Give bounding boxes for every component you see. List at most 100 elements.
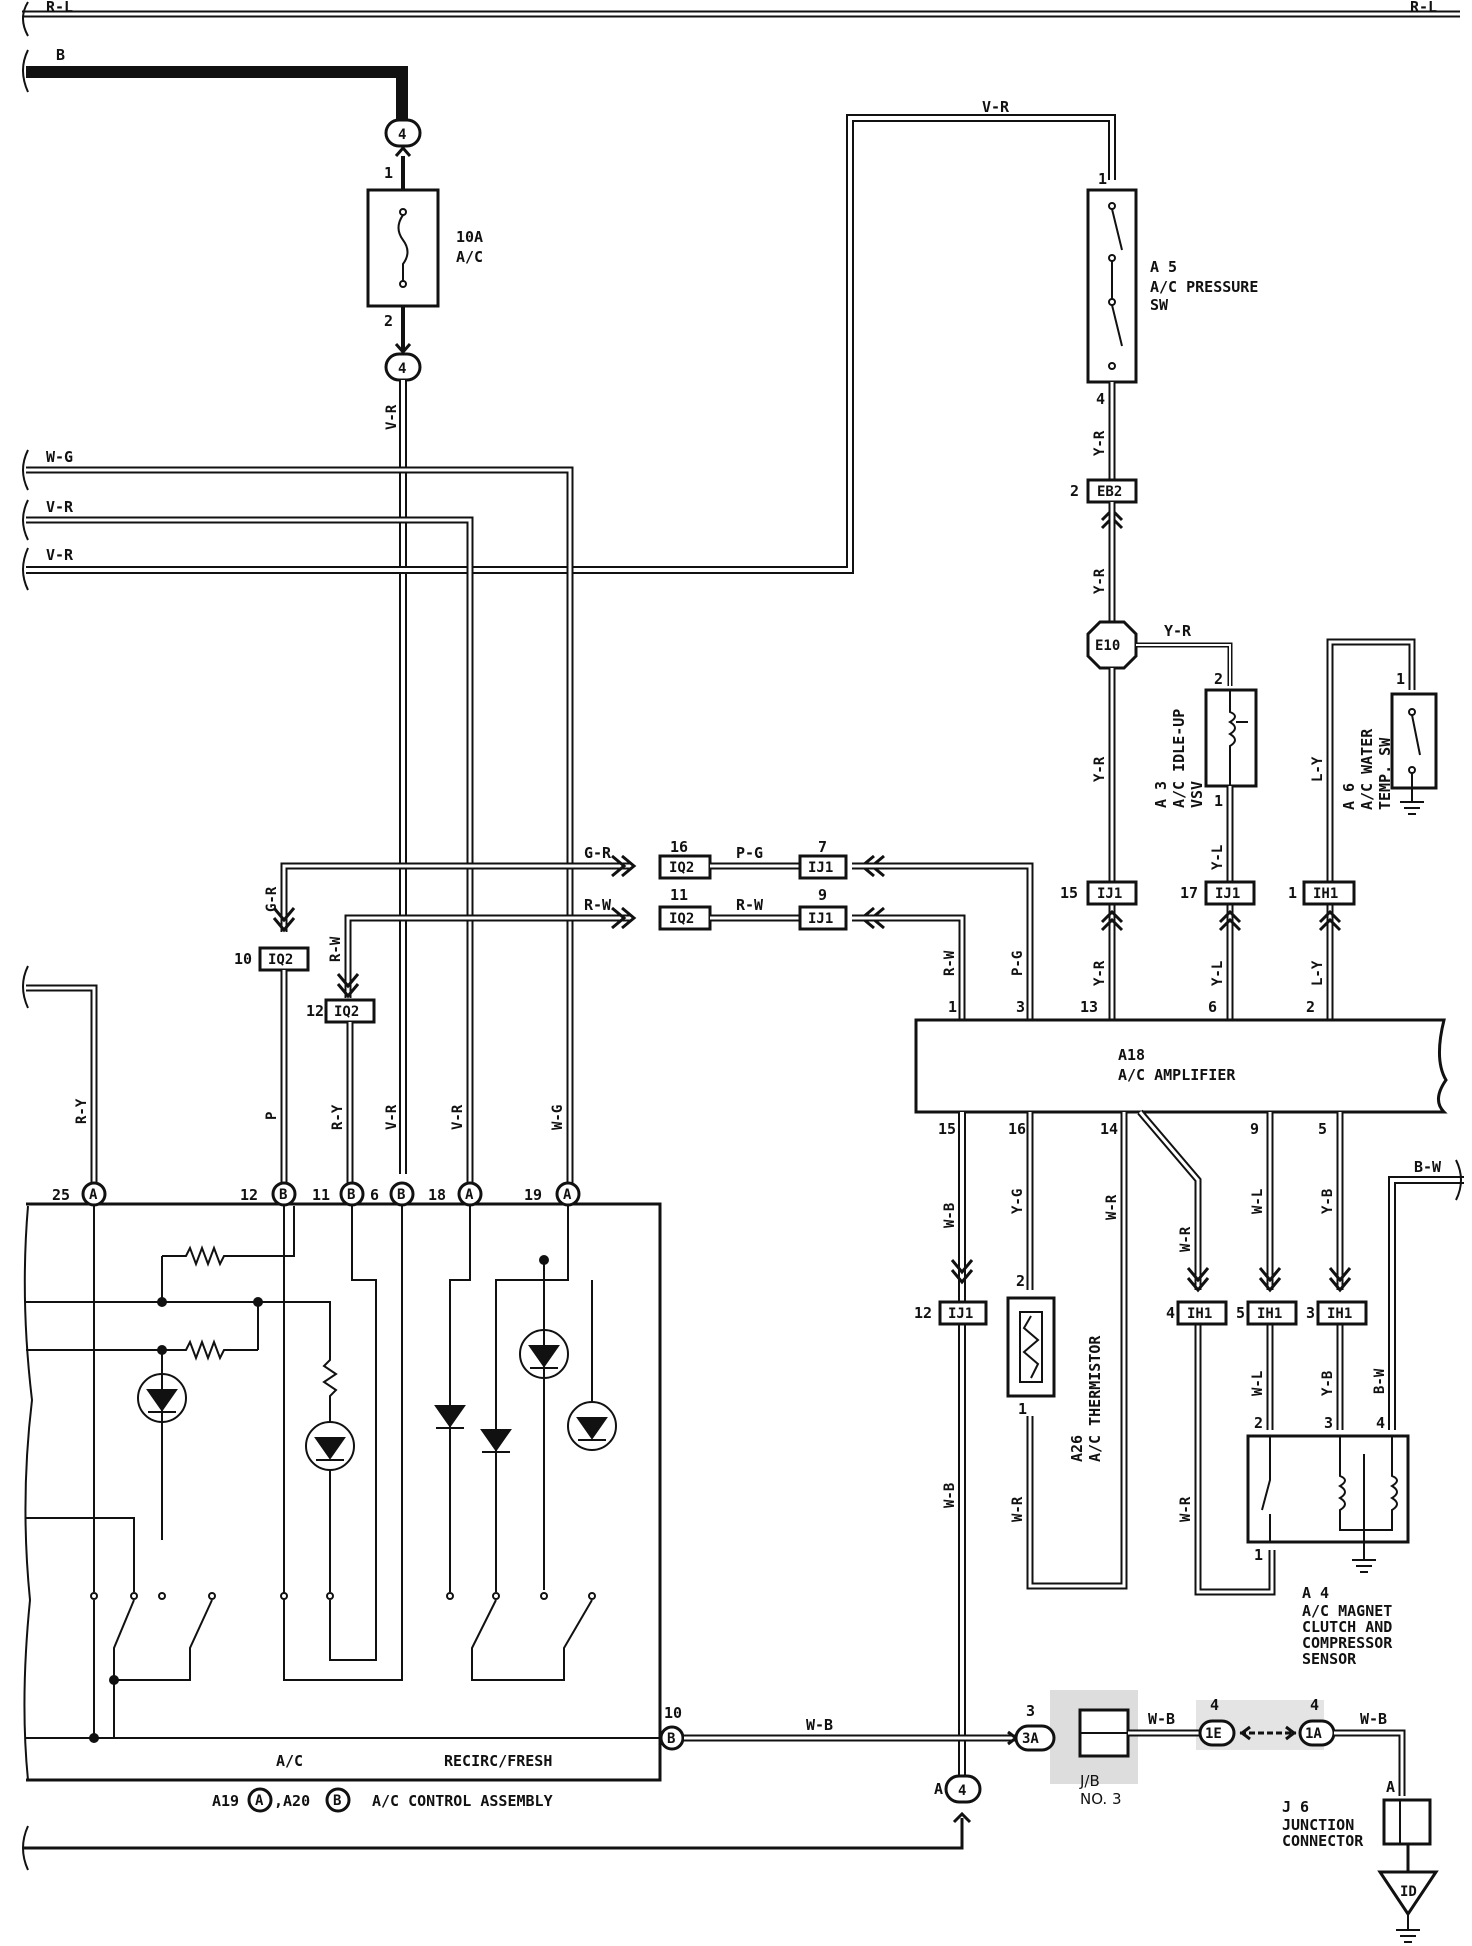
- wire-label-b: B: [56, 46, 65, 64]
- svg-text:A: A: [465, 1187, 474, 1203]
- ih1-a-pin: 1: [1288, 884, 1297, 902]
- wire-label-w-b-4: W-B: [1148, 1710, 1175, 1728]
- wire-y-r-idle: [1136, 642, 1233, 686]
- wire-label-b-w-1: B-W: [1414, 1158, 1442, 1176]
- wire-w-g-bus: [22, 449, 574, 1190]
- j6-line2: CONNECTOR: [1282, 1832, 1364, 1850]
- jb-no: NO. 3: [1080, 1790, 1122, 1808]
- wire-label-w-r-3: W-R: [1178, 1226, 1194, 1252]
- ctrl-conn-b-12: B: [271, 1181, 297, 1207]
- iq2-a-pin: 16: [670, 838, 688, 856]
- ij1-d-pin: 17: [1180, 884, 1198, 902]
- pressure-name: A/C PRESSURE: [1150, 278, 1258, 296]
- iq2-c-pin: 10: [234, 950, 252, 968]
- magnet-clutch: [1246, 1434, 1410, 1573]
- wire-label-y-r-2: Y-R: [1092, 568, 1108, 594]
- connector-iq2-12: IQ2: [324, 998, 376, 1024]
- connector-ih1-4: IH1: [1176, 1300, 1228, 1326]
- thermistor-code: A26: [1068, 1435, 1086, 1462]
- ij1-b-pin: 9: [818, 886, 827, 904]
- j6-line1: JUNCTION: [1282, 1816, 1354, 1834]
- ij1-a-pin: 7: [818, 838, 827, 856]
- wire-label-v-r-left2: V-R: [46, 546, 74, 564]
- pressure-switch: [1086, 188, 1138, 384]
- svg-text:IH1: IH1: [1327, 1306, 1352, 1322]
- wire-label-r-w-4: R-W: [942, 950, 958, 976]
- svg-text:IJ1: IJ1: [1097, 886, 1122, 902]
- wire-e1-a1: [1239, 1725, 1297, 1741]
- wire-label-g-r-2: G-R: [584, 844, 612, 862]
- j6-code: J 6: [1282, 1798, 1309, 1816]
- idle-up-vsv: [1204, 688, 1258, 788]
- svg-text:EB2: EB2: [1097, 484, 1122, 500]
- wire-label-y-l-2: Y-L: [1210, 961, 1226, 986]
- svg-text:IH1: IH1: [1187, 1306, 1212, 1322]
- svg-text:4: 4: [398, 127, 406, 143]
- amp-top-pin-6: 6: [1208, 998, 1217, 1016]
- wire-label-w-b-1: W-B: [942, 1203, 958, 1228]
- connector-ih1-3: IH1: [1316, 1300, 1368, 1326]
- ctrl-caption-rest: A/C CONTROL ASSEMBLY: [372, 1792, 553, 1810]
- iq2-b-pin: 11: [670, 886, 688, 904]
- wire-label-y-r-e10: Y-R: [1164, 622, 1192, 640]
- wire-label-r-l-right: R-L: [1410, 0, 1437, 16]
- junction-4-pin: A: [934, 1780, 943, 1798]
- amp-bot-pin-15: 15: [938, 1120, 956, 1138]
- wire-label-w-r-4: W-R: [1178, 1496, 1194, 1522]
- clutch-code: A 4: [1302, 1584, 1329, 1602]
- connector-4-top: 4: [384, 118, 422, 157]
- connector-e10: E10: [1086, 620, 1138, 670]
- break-mark-left-top: [22, 1, 29, 37]
- wire-label-y-r-4: Y-R: [1092, 960, 1108, 986]
- wire-label-p: P: [264, 1112, 280, 1120]
- svg-text:A: A: [255, 1793, 264, 1809]
- connector-iq2-16: IQ2: [658, 854, 712, 880]
- ctrl-label-recirc: RECIRC/FRESH: [444, 1752, 552, 1770]
- ctrl-conn-a-18: A: [457, 1181, 483, 1207]
- wire-label-y-l-1: Y-L: [1210, 845, 1226, 870]
- svg-text:B: B: [667, 1731, 675, 1747]
- ctrl-caption-circle-b: B: [325, 1787, 351, 1813]
- thermistor-pin-2: 2: [1016, 1272, 1025, 1290]
- ctrl-conn-a-25: A: [81, 1181, 107, 1207]
- wire-label-w-g-mid: W-G: [550, 1105, 566, 1130]
- jb-name: J/B: [1079, 1772, 1100, 1790]
- wire-w-l: [1258, 1112, 1282, 1430]
- control-internal-circuit: [26, 1206, 660, 1743]
- ctrl-pin-18: 18: [428, 1186, 446, 1204]
- idle-pin-2: 2: [1214, 670, 1223, 688]
- svg-text:4: 4: [398, 361, 406, 377]
- wire-label-v-r-left1: V-R: [46, 498, 74, 516]
- connector-ij1-17: IJ1: [1204, 880, 1256, 932]
- wire-label-y-r-1: Y-R: [1092, 430, 1108, 456]
- fuse-10a: [366, 156, 440, 355]
- wire-label-w-r-2: W-R: [1010, 1496, 1026, 1522]
- svg-text:IQ2: IQ2: [669, 911, 694, 927]
- clutch-line4: SENSOR: [1302, 1650, 1357, 1668]
- wire-w-r-diag: [1137, 1109, 1276, 1596]
- connector-4-fuse-bottom: 4: [384, 352, 422, 382]
- ctrl-conn-b-10: B: [659, 1725, 685, 1751]
- ctrl-caption-circle-a: A: [247, 1787, 273, 1813]
- wire-label-v-r-mid2: V-R: [450, 1104, 466, 1130]
- wire-w-b-amp: [950, 1112, 974, 1802]
- wire-label-y-g: Y-G: [1010, 1189, 1026, 1214]
- amp-bot-pin-5: 5: [1318, 1120, 1327, 1138]
- wire-v-r-bus1: [22, 499, 474, 1190]
- clutch-pin-1: 1: [1254, 1546, 1263, 1564]
- connector-ij1-7: IJ1: [798, 854, 885, 880]
- wire-label-v-r-mid1: V-R: [384, 1104, 400, 1130]
- wire-label-v-r-fuse: V-R: [384, 404, 400, 430]
- wire-w-b-j6: [1334, 1729, 1406, 1796]
- wire-label-y-b-1: Y-B: [1320, 1189, 1336, 1214]
- svg-text:B: B: [279, 1187, 287, 1203]
- thermistor-name: A/C THERMISTOR: [1086, 1335, 1104, 1462]
- ctrl-pin-6: 6: [370, 1186, 379, 1204]
- svg-text:IJ1: IJ1: [808, 911, 833, 927]
- wire-label-w-r-1: W-R: [1104, 1194, 1120, 1220]
- connector-iq2-10: IQ2: [258, 946, 310, 972]
- fuse-rating: 10A: [456, 228, 483, 246]
- wire-label-w-l-1: W-L: [1250, 1189, 1266, 1214]
- svg-text:IJ1: IJ1: [1215, 886, 1240, 902]
